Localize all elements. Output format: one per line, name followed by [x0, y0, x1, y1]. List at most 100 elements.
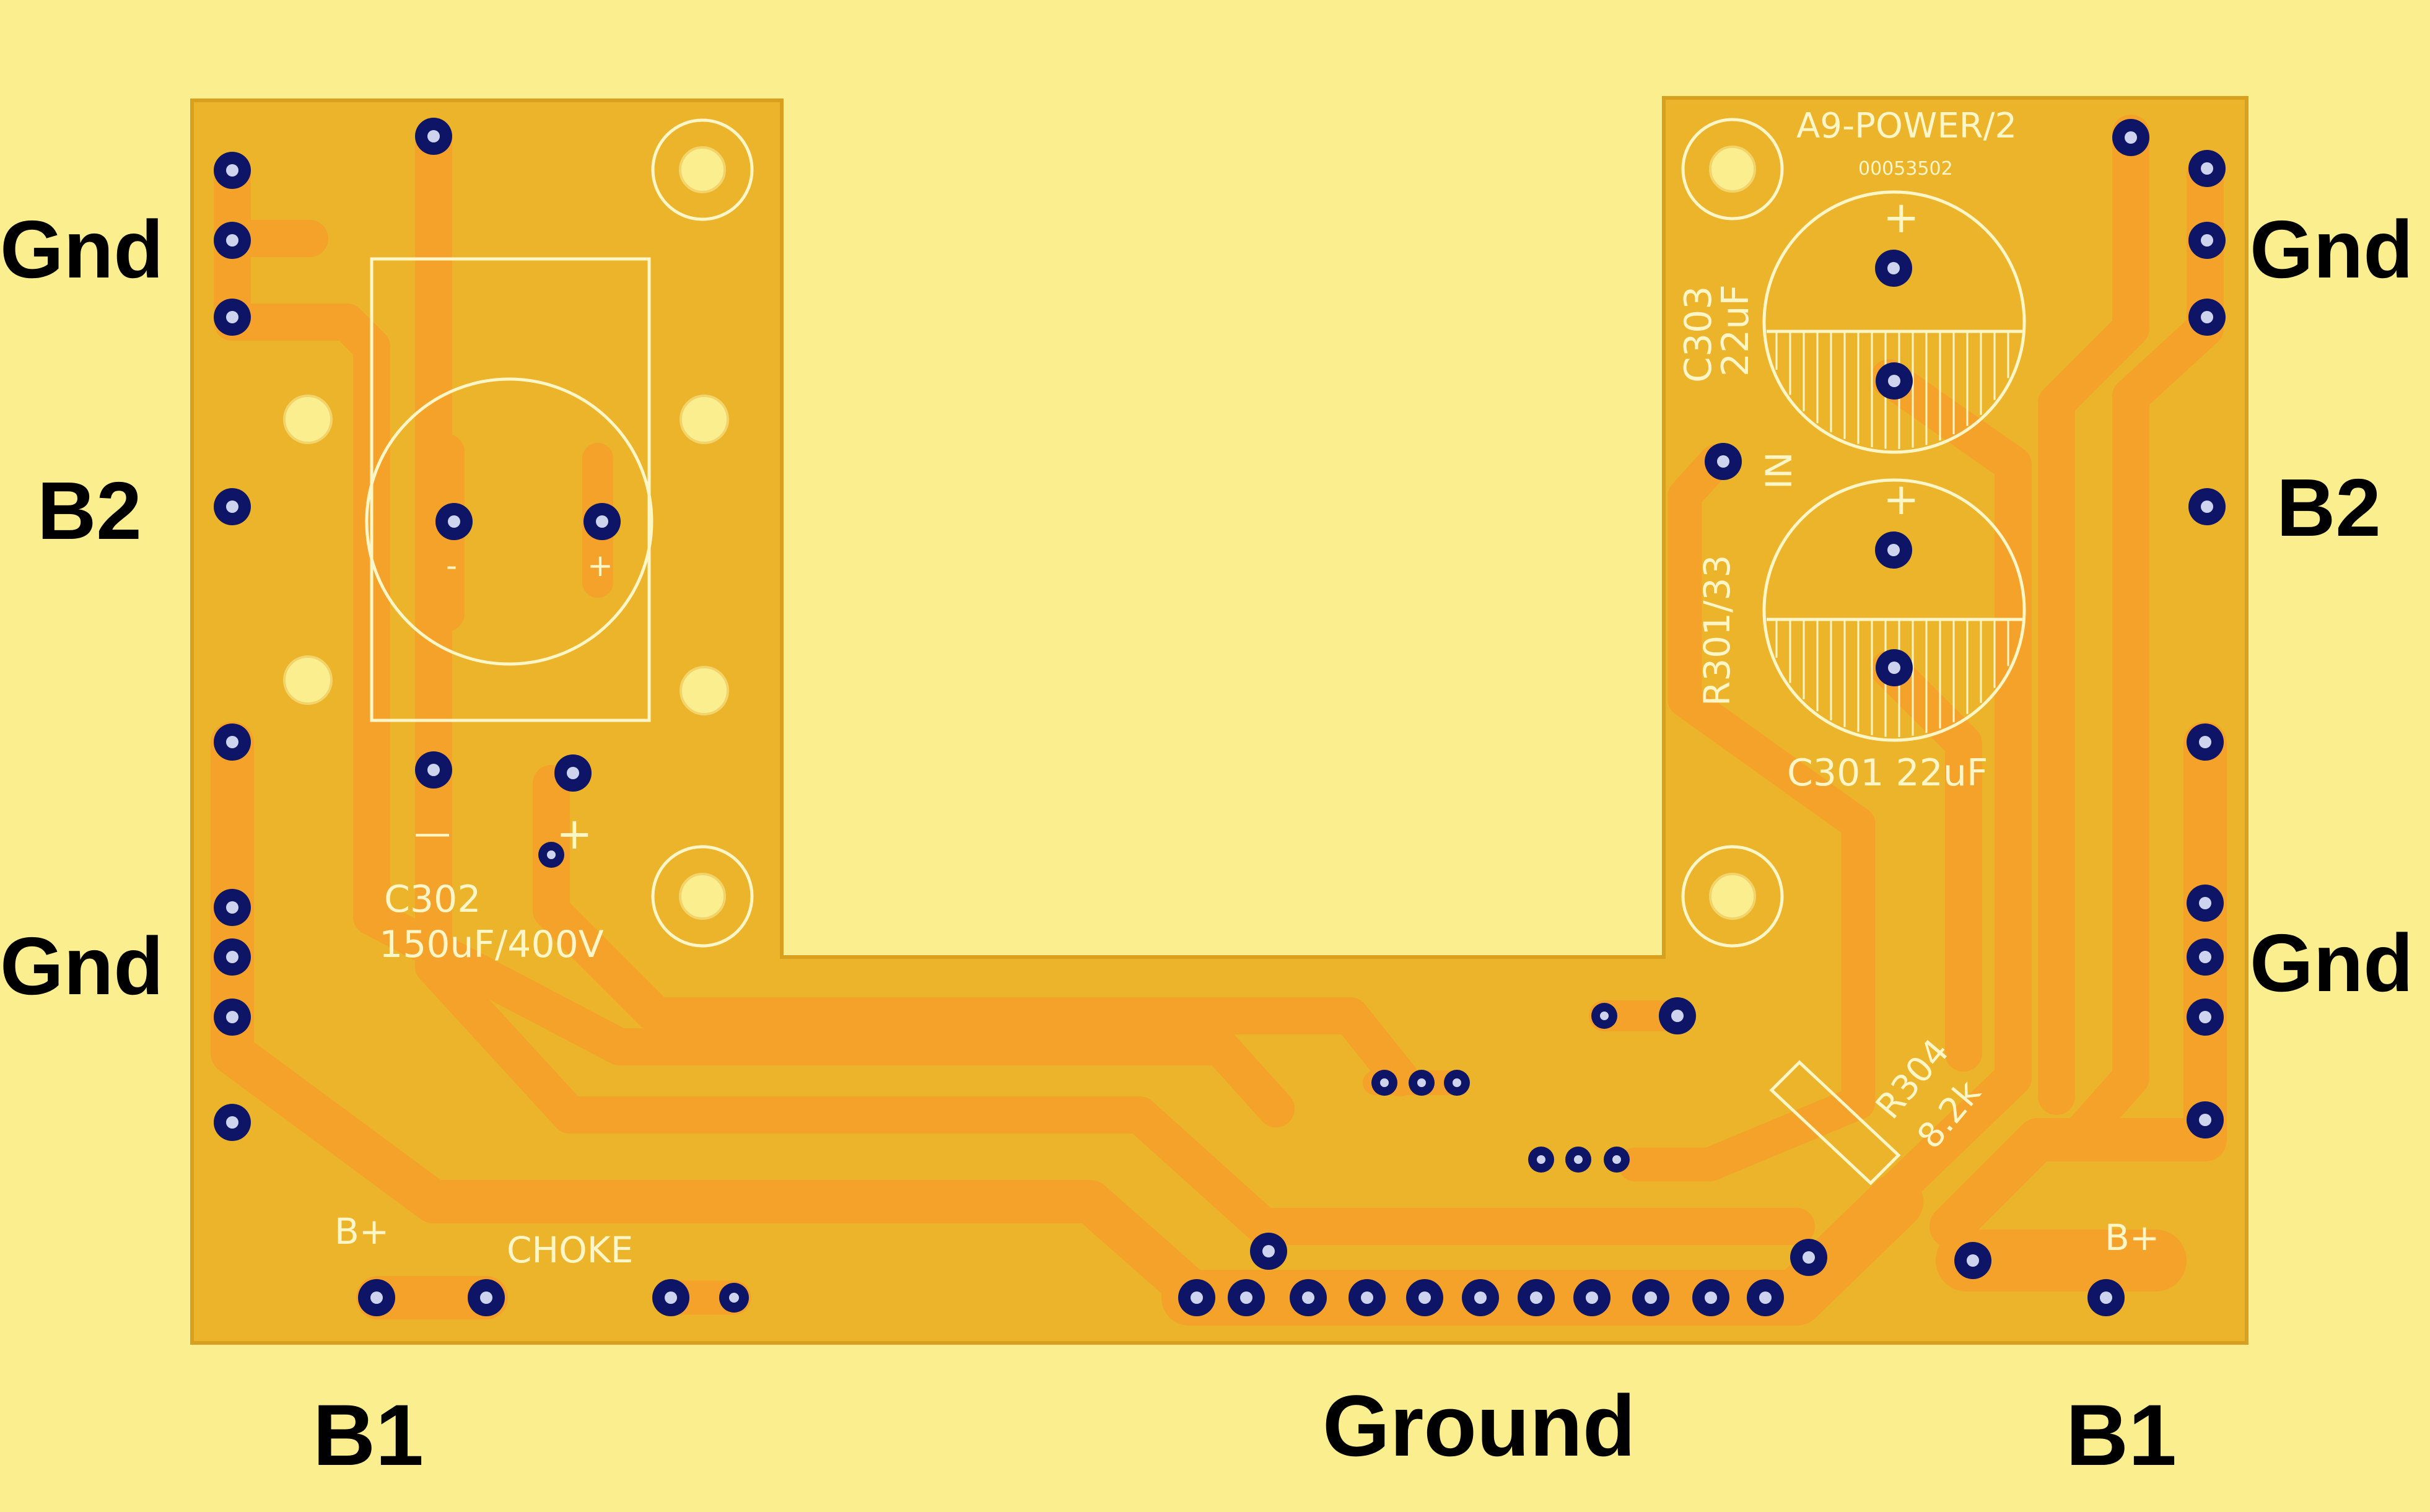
pad-hole: [1705, 1291, 1717, 1304]
pad-hole: [1967, 1254, 1979, 1267]
pad-hole: [1671, 1010, 1684, 1022]
left-b2-label: B2: [37, 465, 142, 556]
pad-hole: [1262, 1245, 1275, 1257]
pad-hole: [1537, 1155, 1545, 1164]
pad-hole: [1361, 1291, 1373, 1304]
pad-hole: [226, 500, 238, 513]
pads: [214, 118, 2226, 1316]
pad-hole: [1417, 1078, 1426, 1087]
pad-hole: [448, 515, 460, 528]
pad-hole: [1191, 1291, 1203, 1304]
mount-ring-br: [1681, 845, 1784, 948]
pad-hole: [665, 1291, 677, 1304]
c301-plus-label: +: [1883, 474, 1920, 525]
trace-right-gnd-top: [2063, 155, 2224, 1152]
pad-hole: [2100, 1291, 2112, 1304]
left-gnd-top-label: Gnd: [0, 204, 164, 295]
pad-hole: [1380, 1078, 1389, 1087]
left-gnd-bottom-label: Gnd: [0, 920, 164, 1012]
c303-value-label: 22uF: [1714, 284, 1757, 377]
pad-hole: [226, 901, 238, 914]
pad-hole: [547, 850, 556, 859]
pad-hole: [1803, 1251, 1815, 1264]
bottom-b1-left-label: B1: [313, 1386, 424, 1484]
pad-hole: [729, 1293, 739, 1303]
pad-hole: [1600, 1012, 1609, 1020]
pad-hole: [1474, 1291, 1487, 1304]
mounting-holes: [283, 146, 1756, 920]
pad-hole: [2201, 311, 2213, 323]
pad-hole: [2125, 131, 2137, 144]
c302-outline-circle: [365, 377, 653, 666]
pad-hole: [370, 1291, 383, 1304]
r301-label: R301/33: [1696, 555, 1738, 706]
choke-label: CHOKE: [507, 1229, 633, 1271]
pad-hole: [1612, 1155, 1621, 1164]
c301-label: C301 22uF: [1787, 751, 1988, 795]
pad-hole: [226, 311, 238, 323]
right-gnd-top-label: Gnd: [2250, 204, 2413, 295]
pad-hole: [1240, 1291, 1252, 1304]
in-label: IN: [1758, 452, 1800, 490]
pad-hole: [427, 130, 440, 142]
connection-labels: Gnd B2 Gnd Gnd B2 Gnd B1 Ground B1: [0, 204, 2413, 1484]
c302-minus-label: —: [414, 811, 451, 855]
right-gnd-bottom-label: Gnd: [2250, 917, 2413, 1008]
r304-outline: [1769, 1060, 1901, 1186]
pad-hole: [2201, 162, 2213, 175]
c302-inner-plus-label: +: [587, 548, 613, 583]
bottom-b1-right-label: B1: [2066, 1386, 2177, 1484]
mount-ring-tr: [1681, 118, 1784, 221]
pad-hole: [1645, 1291, 1657, 1304]
pad-hole: [226, 234, 238, 247]
pad-hole: [1887, 262, 1900, 274]
c302-plus-label: +: [556, 808, 593, 859]
trace-c302-neg: [415, 118, 1815, 1245]
pad-hole: [2199, 736, 2211, 748]
pad-hole: [226, 164, 238, 177]
pad-hole: [2199, 951, 2211, 963]
c302-ref-label: C302: [384, 878, 481, 921]
bplus-left-label: B+: [334, 1210, 389, 1252]
c302-inner-minus-label: -: [446, 548, 457, 583]
pad-hole: [1574, 1155, 1583, 1164]
c301-outline-circle: [1762, 478, 2026, 742]
pad-hole: [226, 736, 238, 748]
bottom-ground-label: Ground: [1322, 1377, 1635, 1474]
pad-hole: [2199, 1114, 2211, 1126]
pad-hole: [226, 1116, 238, 1129]
right-b2-label: B2: [2276, 462, 2381, 553]
trace-r301: [1618, 444, 1876, 1182]
pad-hole: [1418, 1291, 1431, 1304]
pad-hole: [596, 515, 608, 528]
trace-right-b1: [2038, 115, 2149, 1115]
trace-c303: [1833, 359, 2032, 1251]
part-number-label: 00053502: [1858, 158, 1953, 180]
mount-ring-tl: [651, 118, 754, 221]
c303-outline-circle: [1762, 190, 2026, 454]
trace-c302-plus: [533, 765, 1418, 1096]
pad-hole: [1888, 375, 1900, 387]
c302-value-label: 150uF/400V: [379, 923, 604, 966]
silkscreen-outlines: [365, 118, 2026, 1186]
pad-hole: [226, 1011, 238, 1023]
pad-hole: [1530, 1291, 1542, 1304]
pad-hole: [1887, 544, 1900, 556]
c303-plus-label: +: [1883, 192, 1920, 243]
bplus-right-label: B+: [2105, 1217, 2159, 1259]
pad-hole: [2201, 234, 2213, 247]
pad-hole: [1888, 662, 1900, 674]
pad-hole: [427, 764, 440, 776]
pad-hole: [2201, 500, 2213, 513]
pad-hole: [226, 951, 238, 963]
pad-hole: [1586, 1291, 1598, 1304]
trace-c301: [1871, 650, 1982, 1072]
pad-hole: [1759, 1291, 1772, 1304]
pad-hole: [1302, 1291, 1314, 1304]
pad-hole: [567, 767, 579, 779]
pad-hole: [1453, 1078, 1461, 1087]
pad-hole: [2199, 1011, 2211, 1023]
board-name-label: A9-POWER/2: [1796, 106, 2017, 146]
pad-hole: [1717, 455, 1729, 468]
